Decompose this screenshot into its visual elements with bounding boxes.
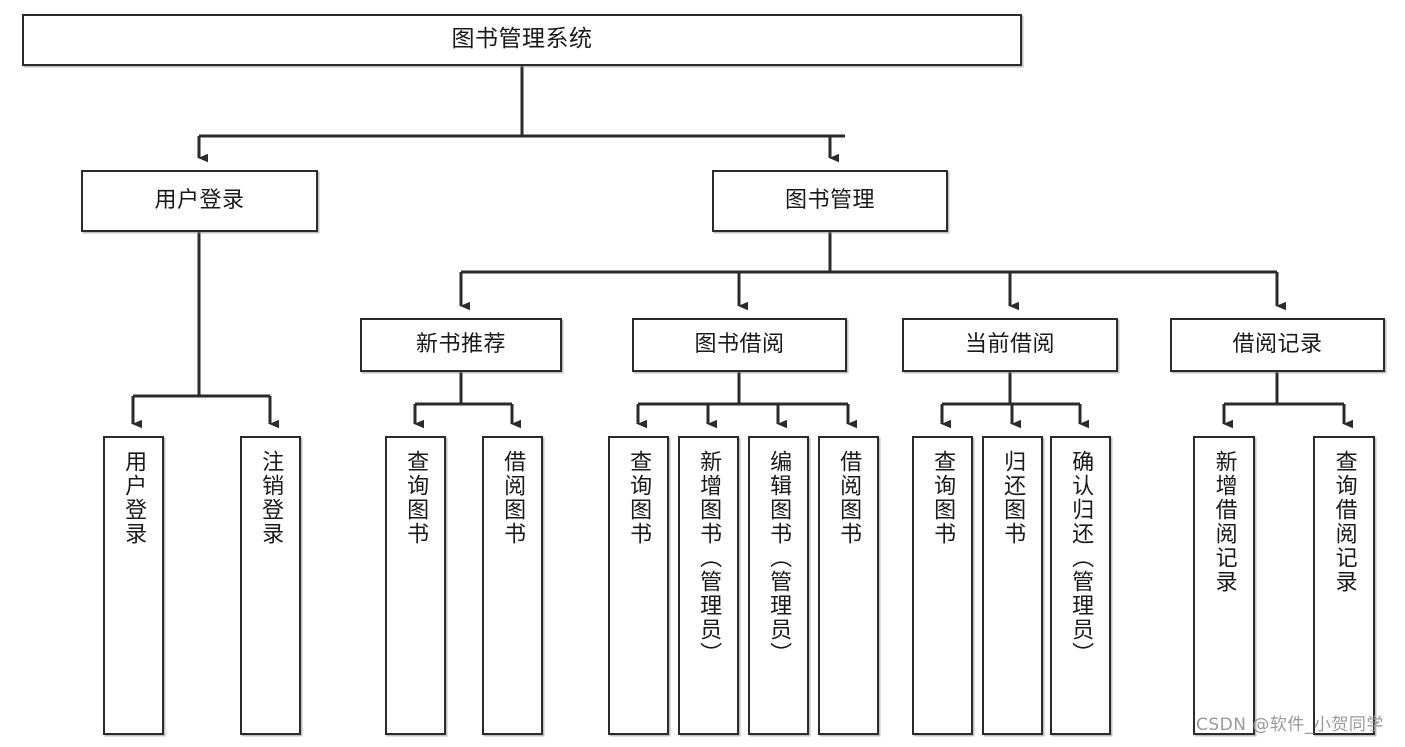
node-leaf-add-book-admin[interactable]: 新增图书（管理员） bbox=[678, 436, 739, 735]
node-leaf-query-book-recommend[interactable]: 查询图书 bbox=[385, 436, 446, 735]
node-leaf-query-borrow-record[interactable]: 查询借阅记录 bbox=[1313, 436, 1375, 735]
edges-currentborrow-to-leaves bbox=[940, 372, 1089, 429]
node-borrow-record[interactable]: 借阅记录 bbox=[1170, 318, 1385, 372]
node-book-management[interactable]: 图书管理 bbox=[712, 170, 948, 232]
node-current-borrow-label: 当前借阅 bbox=[964, 331, 1055, 357]
node-leaf-add-borrow-record[interactable]: 新增借阅记录 bbox=[1193, 436, 1255, 735]
edges-bookborrow-to-leaves bbox=[636, 372, 857, 429]
node-leaf-add-book-admin-label: 新增图书（管理员） bbox=[696, 450, 722, 666]
node-leaf-query-book-current[interactable]: 查询图书 bbox=[912, 436, 973, 735]
node-leaf-add-borrow-record-label: 新增借阅记录 bbox=[1211, 450, 1237, 594]
node-leaf-user-logout[interactable]: 注销登录 bbox=[240, 436, 301, 735]
node-leaf-query-book-current-label: 查询图书 bbox=[930, 450, 956, 546]
node-leaf-query-book-recommend-label: 查询图书 bbox=[403, 450, 429, 546]
node-current-borrow[interactable]: 当前借阅 bbox=[902, 318, 1118, 372]
node-leaf-borrow-book-recommend-label: 借阅图书 bbox=[500, 450, 526, 546]
node-root[interactable]: 图书管理系统 bbox=[22, 14, 1022, 66]
node-leaf-confirm-return-admin-label: 确认归还（管理员） bbox=[1068, 450, 1094, 666]
node-book-borrow[interactable]: 图书借阅 bbox=[632, 318, 847, 372]
node-leaf-confirm-return-admin[interactable]: 确认归还（管理员） bbox=[1050, 436, 1111, 735]
node-leaf-borrow-book-label: 借阅图书 bbox=[836, 450, 862, 546]
node-root-label: 图书管理系统 bbox=[451, 26, 593, 53]
node-book-management-label: 图书管理 bbox=[784, 187, 875, 213]
node-borrow-record-label: 借阅记录 bbox=[1232, 331, 1323, 357]
node-user-login[interactable]: 用户登录 bbox=[81, 170, 318, 232]
node-book-borrow-label: 图书借阅 bbox=[694, 331, 785, 357]
node-leaf-edit-book-admin-label: 编辑图书（管理员） bbox=[766, 450, 792, 666]
node-leaf-user-login-label: 用户登录 bbox=[121, 450, 147, 546]
node-new-book-recommend[interactable]: 新书推荐 bbox=[360, 318, 562, 372]
edges-root-to-level2 bbox=[197, 66, 845, 163]
node-leaf-query-book-borrow[interactable]: 查询图书 bbox=[608, 436, 669, 735]
node-leaf-return-book[interactable]: 归还图书 bbox=[982, 436, 1043, 735]
node-leaf-query-borrow-record-label: 查询借阅记录 bbox=[1331, 450, 1357, 594]
node-leaf-user-login[interactable]: 用户登录 bbox=[103, 436, 164, 735]
node-leaf-edit-book-admin[interactable]: 编辑图书（管理员） bbox=[748, 436, 809, 735]
edges-borrowrecord-to-leaves bbox=[1222, 372, 1353, 429]
node-user-login-label: 用户登录 bbox=[154, 187, 245, 213]
node-leaf-return-book-label: 归还图书 bbox=[1000, 450, 1026, 546]
edges-userlogin-to-leaves bbox=[131, 232, 279, 429]
node-leaf-borrow-book[interactable]: 借阅图书 bbox=[818, 436, 879, 735]
edges-bookmgmt-to-level3 bbox=[459, 232, 1286, 311]
node-leaf-user-logout-label: 注销登录 bbox=[258, 450, 284, 546]
edges-newbook-to-leaves bbox=[413, 372, 521, 429]
node-leaf-borrow-book-recommend[interactable]: 借阅图书 bbox=[482, 436, 543, 735]
node-leaf-query-book-borrow-label: 查询图书 bbox=[626, 450, 652, 546]
node-new-book-recommend-label: 新书推荐 bbox=[415, 331, 506, 357]
csdn-watermark: CSDN @软件_小贺同学 bbox=[1196, 715, 1384, 735]
